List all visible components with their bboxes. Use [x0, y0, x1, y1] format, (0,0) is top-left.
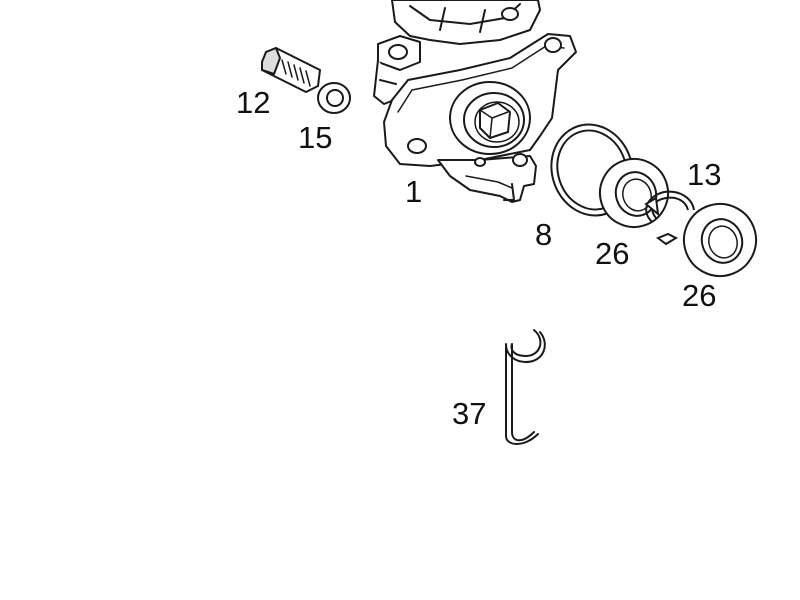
callout-1: 1	[405, 174, 422, 209]
part-1-housing	[373, 0, 577, 203]
callout-13: 13	[687, 157, 721, 192]
part-37-wire-clip	[505, 329, 546, 445]
part-12-screw	[261, 47, 321, 93]
callout-12: 12	[236, 85, 270, 120]
part-26-seal-b	[683, 203, 757, 277]
part-13-spring-clip	[644, 190, 695, 246]
callout-37: 37	[452, 396, 486, 431]
callout-26-upper: 26	[595, 236, 629, 271]
callout-26-lower: 26	[682, 278, 716, 313]
callout-15: 15	[298, 120, 332, 155]
part-15-washer	[317, 82, 351, 114]
part-26-seal-a	[599, 158, 669, 228]
callout-8: 8	[535, 217, 552, 252]
